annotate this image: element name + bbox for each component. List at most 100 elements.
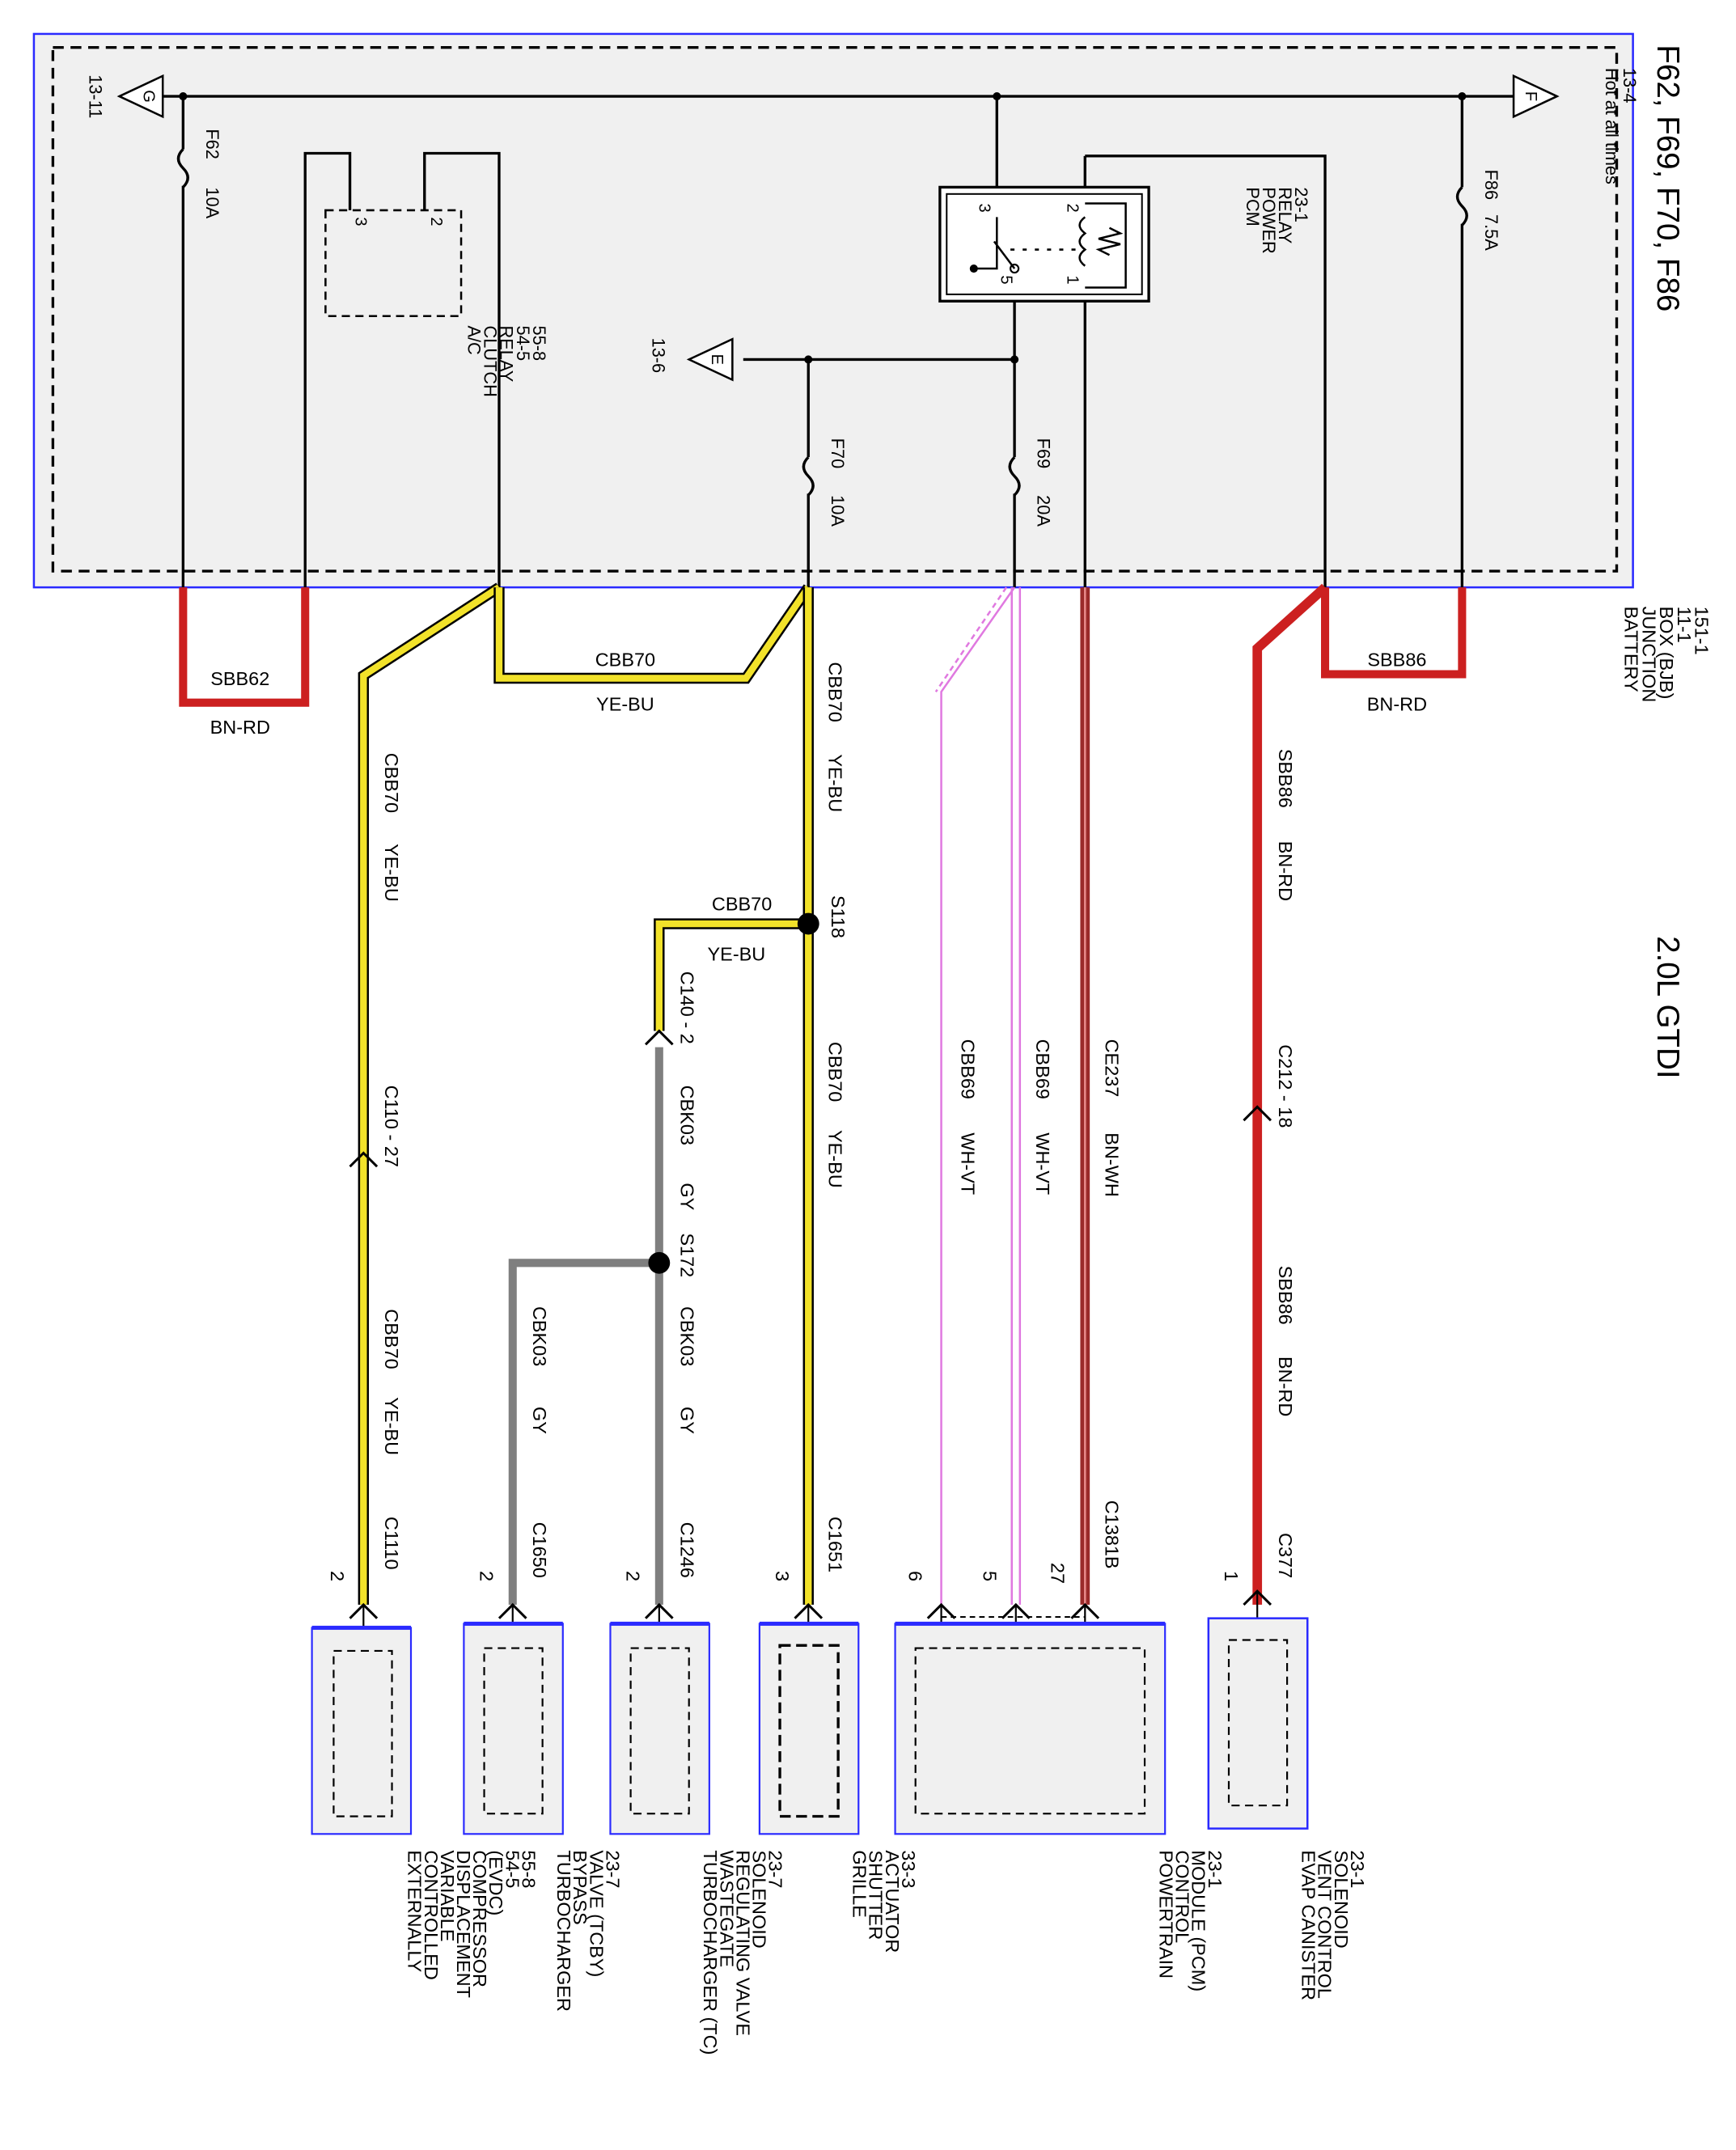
label-cbb70-mid-1: CBB70 — [824, 662, 845, 722]
flag-f-label: F — [1522, 91, 1539, 101]
label-c1381b: C1381B — [1101, 1500, 1122, 1569]
bjb-internal-wiring — [163, 95, 1517, 588]
ac-relay-pin-3: 3 — [351, 217, 369, 226]
fuse-f69-name: F69 — [1034, 438, 1054, 469]
component-pcm-label: POWERTRAINCONTROLMODULE (PCM)23-1 — [1155, 1850, 1225, 1991]
component-evdc-label: EXTERNALLYCONTROLLEDVARIABLEDISPLACEMENT… — [404, 1850, 540, 1998]
label-cbb70-left-1: CBB70 — [381, 753, 402, 813]
bjb-label: BATTERYJUNCTIONBOX (BJB)11-1151-1 — [1621, 607, 1713, 703]
fuse-f86-rating: 7.5A — [1481, 214, 1501, 251]
flag-f-icon: F — [1512, 74, 1560, 119]
component-pcm — [894, 1615, 1167, 1835]
wire-cbb70-group — [358, 582, 814, 1605]
flag-e-icon: E — [686, 337, 734, 382]
label-cbb69-1: CBB69 — [958, 1039, 979, 1099]
fuse-f69-rating: 20A — [1034, 495, 1054, 527]
hot-at-all-times: Hot at all times13-4 — [1602, 68, 1640, 184]
fuse-symbols — [176, 148, 1468, 497]
flag-g-icon: G — [116, 74, 164, 119]
fuse-f70-rating: 10A — [828, 495, 848, 527]
label-cbk03-1: CBK03 — [677, 1086, 698, 1145]
label-sbb86-2: SBB86 — [1275, 1266, 1296, 1325]
pin-grille: 3 — [772, 1571, 793, 1581]
engine-label: 2.0L GTDI — [1650, 936, 1685, 1078]
label-bn-wh: BN-WH — [1101, 1132, 1122, 1197]
label-sbb62-color: BN-RD — [210, 717, 270, 738]
label-s172: S172 — [677, 1233, 698, 1277]
label-ye-bu-left-1: YE-BU — [381, 844, 402, 902]
label-sbb62: SBB62 — [210, 668, 269, 689]
pin-evdc: 2 — [327, 1571, 348, 1581]
splice-s172 — [648, 1251, 671, 1274]
fuse-f86-name: F86 — [1481, 170, 1501, 201]
label-cbb69-2: CBB69 — [1032, 1039, 1053, 1099]
label-cbb70-branch-color: YE-BU — [708, 943, 766, 964]
label-bn-rd-1: BN-RD — [1275, 841, 1296, 901]
flag-g-label: G — [139, 90, 157, 103]
pin-pcm-27: 27 — [1047, 1563, 1068, 1584]
wire-cbk03-group — [508, 1047, 663, 1605]
diagram-title: F62, F69, F70, F86 — [1650, 44, 1685, 311]
fuse-f70-name: F70 — [828, 438, 848, 469]
pin-pcm-5: 5 — [980, 1571, 1001, 1581]
label-c1246: C1246 — [677, 1522, 698, 1578]
wire-sbb86-loop — [1321, 587, 1467, 679]
pin-tc: 2 — [623, 1571, 644, 1581]
label-c110: C110 - 27 — [381, 1086, 402, 1167]
label-c1651: C1651 — [824, 1517, 845, 1572]
label-c212: C212 - 18 — [1275, 1044, 1296, 1128]
label-cbk03-2: CBK03 — [677, 1306, 698, 1366]
pin-evap: 1 — [1221, 1571, 1242, 1581]
label-c1110: C1110 — [381, 1517, 402, 1570]
label-wh-vt-1: WH-VT — [958, 1132, 979, 1195]
wire-sbb62-loop — [179, 587, 310, 707]
component-grille-label: GRILLESHUTTERACTUATOR33-3 — [849, 1850, 919, 1953]
wire-cbb69-group — [934, 586, 1022, 1605]
label-cbb70-branch: CBB70 — [712, 893, 772, 914]
label-c377: C377 — [1275, 1533, 1296, 1578]
pcm-relay-pin-2: 2 — [1063, 204, 1081, 213]
label-sbb86: SBB86 — [1367, 649, 1426, 670]
pcm-relay-pin-5: 5 — [997, 275, 1014, 284]
pcm-relay-pin-1: 1 — [1063, 275, 1081, 284]
label-ye-bu-mid-2: YE-BU — [824, 1130, 845, 1188]
label-s118: S118 — [828, 895, 849, 938]
label-bn-rd-2: BN-RD — [1275, 1356, 1296, 1416]
fuse-f62-name: F62 — [202, 129, 222, 159]
label-ye-bu-mid-1: YE-BU — [824, 754, 845, 812]
component-evdc — [311, 1625, 413, 1835]
label-wh-vt-2: WH-VT — [1032, 1132, 1053, 1195]
component-tc-label: TURBOCHARGER (TC)WASTEGATEREGULATING VAL… — [700, 1850, 785, 2055]
component-tcby — [463, 1621, 564, 1835]
label-cbb70-horizontal-color: YE-BU — [596, 694, 654, 715]
fuse-f62-rating: 10A — [202, 187, 222, 218]
label-c1650: C1650 — [529, 1522, 550, 1578]
pcm-power-relay — [938, 185, 1150, 303]
pin-tcby: 2 — [476, 1571, 498, 1581]
label-cbb70-left-2: CBB70 — [381, 1309, 402, 1369]
component-grille-shutter — [758, 1621, 860, 1835]
label-cbb70-mid-2: CBB70 — [824, 1042, 845, 1102]
flag-g-page: 13-11 — [86, 74, 106, 118]
ac-relay-pin-2: 2 — [427, 217, 445, 226]
flag-e-label: E — [708, 354, 726, 365]
component-tc-wastegate — [609, 1621, 710, 1835]
label-ce237: CE237 — [1101, 1039, 1122, 1098]
label-c140: C140 - 2 — [677, 971, 698, 1044]
ac-clutch-relay — [324, 209, 463, 317]
label-gy-3: GY — [529, 1407, 550, 1434]
component-evap — [1207, 1617, 1309, 1830]
label-sbb86-1: SBB86 — [1275, 749, 1296, 808]
label-sbb86-color: BN-RD — [1367, 694, 1427, 715]
labels: F62, F69, F70, F86 2.0L GTDI BATTERYJUNCTI… — [86, 44, 1713, 2055]
component-evap-label: EVAP CANISTERVENT CONTROLSOLENOID23-1 — [1298, 1850, 1368, 2000]
component-tcby-label: TURBOCHARGERBYPASSVALVE (TCBY)23-7 — [553, 1850, 623, 2012]
label-cbk03-3: CBK03 — [529, 1306, 550, 1366]
label-ye-bu-left-2: YE-BU — [381, 1397, 402, 1455]
label-gy-2: GY — [677, 1407, 698, 1434]
splice-s118 — [797, 912, 819, 935]
pcm-relay-pin-3: 3 — [976, 204, 993, 213]
pin-pcm-6: 6 — [904, 1571, 925, 1581]
battery-junction-box — [32, 32, 1634, 589]
label-gy-1: GY — [677, 1183, 698, 1210]
